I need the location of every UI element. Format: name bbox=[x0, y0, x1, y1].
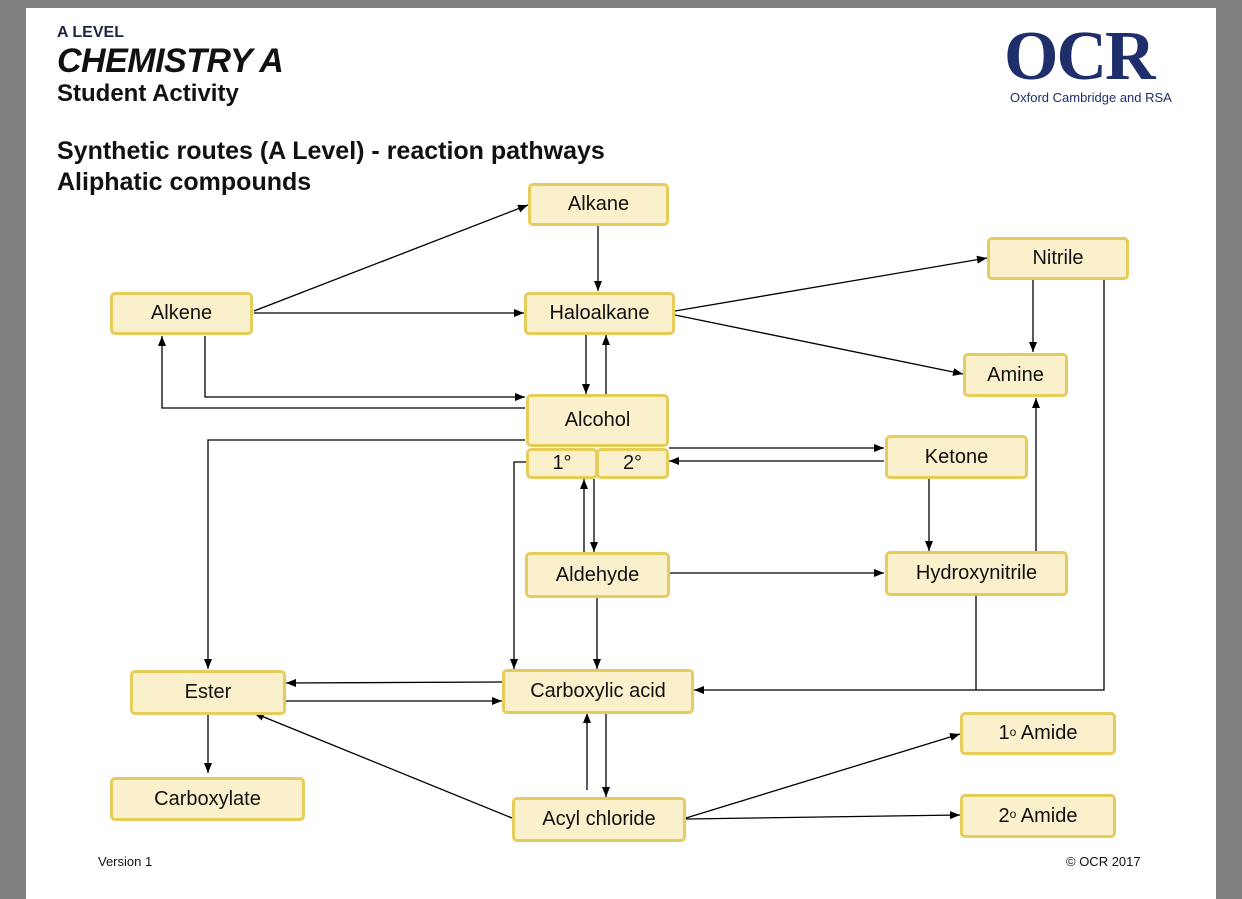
secondary-amide-number: 2 bbox=[998, 804, 1010, 827]
version-label: Version 1 bbox=[98, 854, 153, 869]
arrow-acyl-chloride-to-ester bbox=[253, 712, 513, 819]
arrow-alcohol-to-alkene bbox=[158, 336, 525, 409]
node-acyl-chloride: Acyl chloride bbox=[512, 797, 686, 842]
node-alkane: Alkane bbox=[528, 183, 669, 226]
node-nitrile: Nitrile bbox=[987, 237, 1129, 280]
arrow-haloalkane-to-amine bbox=[674, 314, 964, 376]
secondary-amide-word: Amide bbox=[1016, 804, 1078, 827]
node-secondary-alcohol: 2° bbox=[596, 448, 669, 479]
primary-amide-number: 1 bbox=[998, 722, 1010, 744]
node-ester: Ester bbox=[130, 670, 286, 715]
arrow-nitrile-to-carboxylic-acid bbox=[694, 280, 1105, 694]
node-primary-alcohol: 1° bbox=[526, 448, 598, 479]
page-title: Synthetic routes (A Level) - reaction pa… bbox=[57, 137, 605, 165]
arrow-acyl-chloride-to-primary-amide bbox=[685, 733, 961, 819]
arrow-alcohol-to-ester bbox=[204, 439, 525, 669]
copyright-label: © OCR 2017 bbox=[1066, 854, 1141, 869]
secondary-amide-sup: o bbox=[1009, 807, 1017, 821]
arrow-haloalkane-to-nitrile bbox=[674, 255, 988, 312]
page-subtitle: Aliphatic compounds bbox=[57, 168, 312, 196]
logo-text: OCR bbox=[1004, 18, 1156, 95]
level-label: A LEVEL bbox=[57, 24, 124, 41]
arrow-alkene-to-alkane bbox=[253, 204, 529, 312]
arrow-acyl-chloride-to-secondary-amide bbox=[685, 811, 961, 820]
node-ketone: Ketone bbox=[885, 435, 1028, 479]
ocr-logo: OCR Oxford Cambridge and RSA bbox=[1004, 22, 1184, 108]
node-alcohol: Alcohol bbox=[526, 394, 669, 447]
primary-amide-sup: o bbox=[1009, 724, 1017, 739]
arrow-alkene-to-alcohol bbox=[204, 336, 525, 401]
node-alkene: Alkene bbox=[110, 292, 253, 335]
node-hydroxynitrile: Hydroxynitrile bbox=[885, 551, 1068, 596]
node-aldehyde: Aldehyde bbox=[525, 552, 670, 598]
node-haloalkane: Haloalkane bbox=[524, 292, 675, 335]
node-carboxylic-acid: Carboxylic acid bbox=[502, 669, 694, 714]
primary-amide-word: Amide bbox=[1016, 722, 1078, 744]
arrow-acid-to-ester bbox=[285, 678, 503, 687]
arrow-primary-to-carboxylic-acid bbox=[510, 461, 527, 669]
node-amine: Amine bbox=[963, 353, 1068, 397]
header-block: A LEVEL CHEMISTRY A Student Activity bbox=[57, 24, 284, 108]
node-carboxylate: Carboxylate bbox=[110, 777, 305, 821]
course-title: CHEMISTRY A bbox=[57, 42, 284, 80]
logo-subtitle: Oxford Cambridge and RSA bbox=[1010, 90, 1172, 105]
activity-label: Student Activity bbox=[57, 80, 239, 107]
